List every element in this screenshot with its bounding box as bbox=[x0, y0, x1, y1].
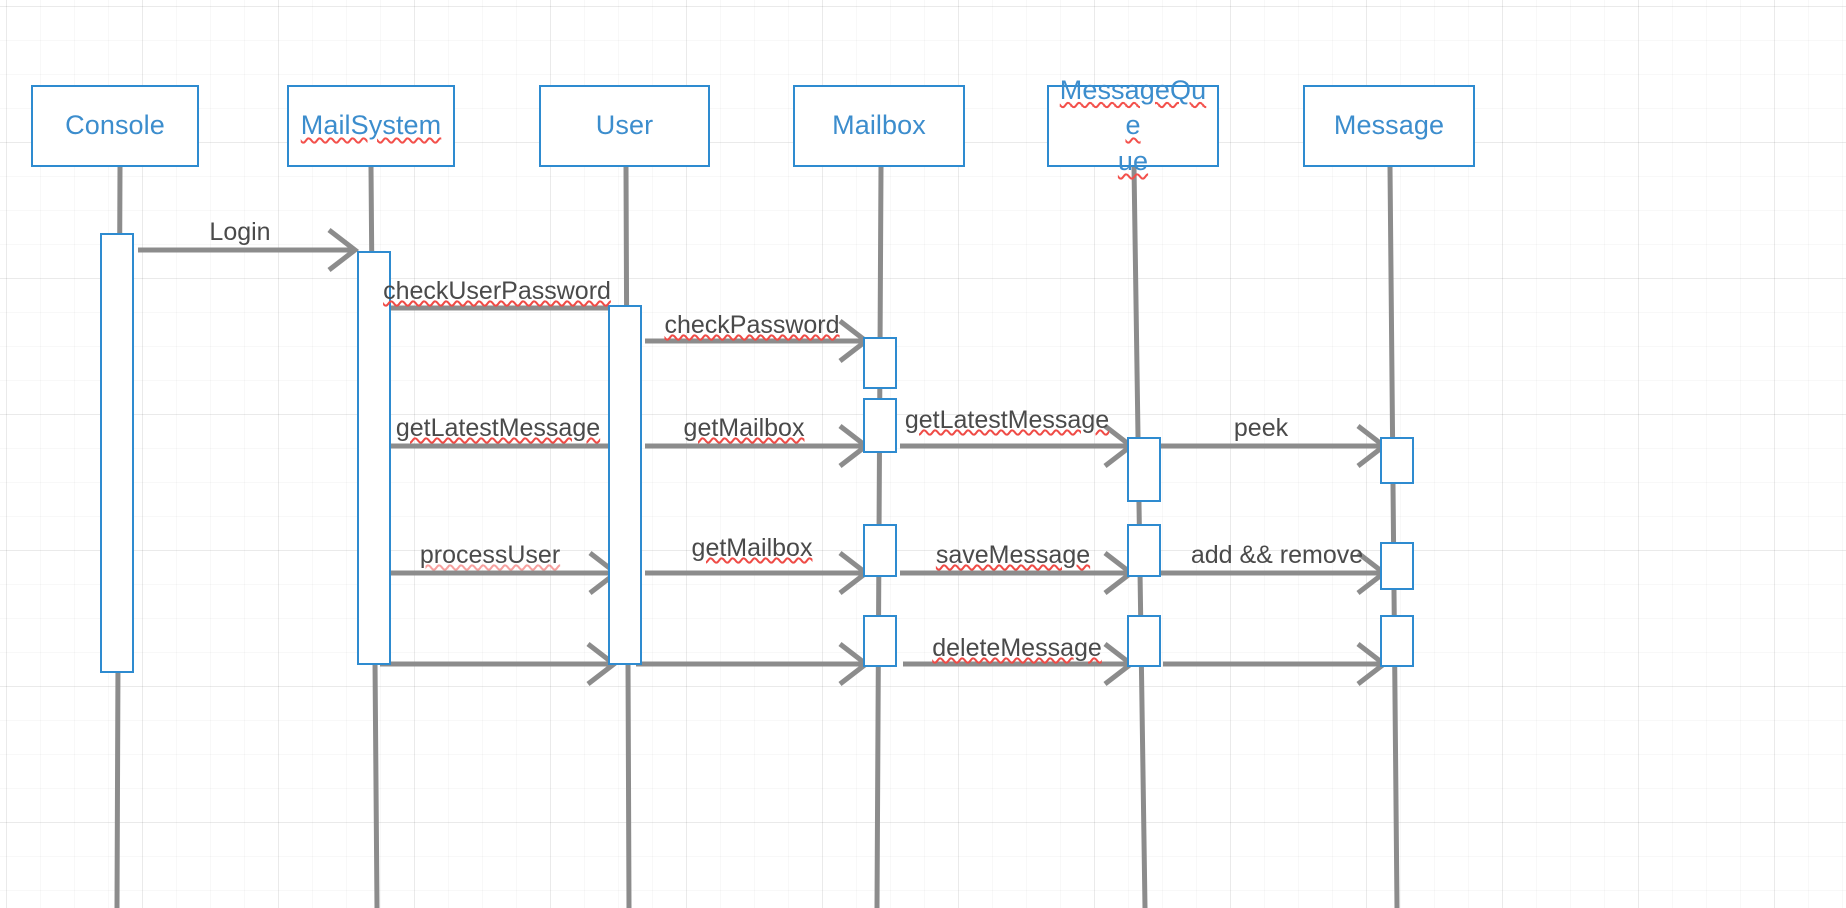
participant-label-mailbox: Mailbox bbox=[826, 108, 932, 144]
lifeline-message bbox=[1387, 164, 1400, 908]
activation-bar-mailsystem[interactable] bbox=[357, 251, 391, 665]
participant-box-mailbox[interactable]: Mailbox bbox=[793, 85, 965, 167]
participant-box-messagequeue[interactable]: MessageQue ue bbox=[1047, 75, 1219, 176]
message-label-m3: checkPassword bbox=[664, 311, 840, 339]
activation-bar-mailbox[interactable] bbox=[863, 398, 897, 453]
participant-label-line: Console bbox=[65, 110, 165, 141]
participant-label-line: User bbox=[595, 110, 654, 141]
message-arrows-group bbox=[138, 228, 1389, 686]
activation-bar-mailbox[interactable] bbox=[863, 337, 897, 389]
message-label-m5: getMailbox bbox=[683, 414, 805, 442]
message-label-m11: add && remove bbox=[1190, 541, 1364, 569]
activation-bar-user[interactable] bbox=[608, 305, 642, 665]
activation-bar-message[interactable] bbox=[1380, 542, 1414, 590]
message-arrowhead-m1 bbox=[327, 228, 360, 272]
participant-label-mailsystem: MailSystem bbox=[295, 108, 448, 144]
message-label-m7: peek bbox=[1233, 414, 1289, 442]
activation-bar-messagequeue[interactable] bbox=[1127, 524, 1161, 577]
activation-bar-messagequeue[interactable] bbox=[1127, 615, 1161, 667]
activation-bar-mailbox[interactable] bbox=[863, 615, 897, 667]
participant-label-line: Mailbox bbox=[832, 110, 926, 141]
activation-bar-messagequeue[interactable] bbox=[1127, 437, 1161, 502]
message-label-m9: getMailbox bbox=[691, 534, 813, 562]
participant-label-line: MailSystem bbox=[300, 110, 442, 141]
participant-label-console: Console bbox=[59, 108, 171, 144]
participant-label-user: User bbox=[590, 108, 659, 144]
activation-bar-console[interactable] bbox=[100, 233, 134, 673]
message-label-m14: deleteMessage bbox=[932, 634, 1102, 662]
participant-label-line: Message bbox=[1333, 110, 1445, 141]
activation-bar-message[interactable] bbox=[1380, 437, 1414, 484]
message-label-m10: saveMessage bbox=[935, 541, 1091, 569]
message-label-m6: getLatestMessage bbox=[904, 406, 1110, 434]
message-label-m4: getLatestMessage bbox=[395, 414, 601, 442]
participant-box-user[interactable]: User bbox=[539, 85, 710, 167]
participant-label-line: MessageQue bbox=[1059, 74, 1207, 141]
participant-box-message[interactable]: Message bbox=[1303, 85, 1475, 167]
message-label-m8: processUser bbox=[419, 541, 561, 569]
participant-label-message: Message bbox=[1328, 108, 1450, 144]
participant-box-mailsystem[interactable]: MailSystem bbox=[287, 85, 455, 167]
activation-bar-message[interactable] bbox=[1380, 615, 1414, 667]
message-label-m2: checkUserPassword bbox=[383, 277, 611, 305]
participant-box-console[interactable]: Console bbox=[31, 85, 199, 167]
activation-bar-mailbox[interactable] bbox=[863, 524, 897, 577]
message-label-m1: Login bbox=[209, 218, 271, 246]
participant-label-line: ue bbox=[1117, 145, 1149, 176]
participant-label-messagequeue: MessageQue ue bbox=[1049, 73, 1217, 180]
